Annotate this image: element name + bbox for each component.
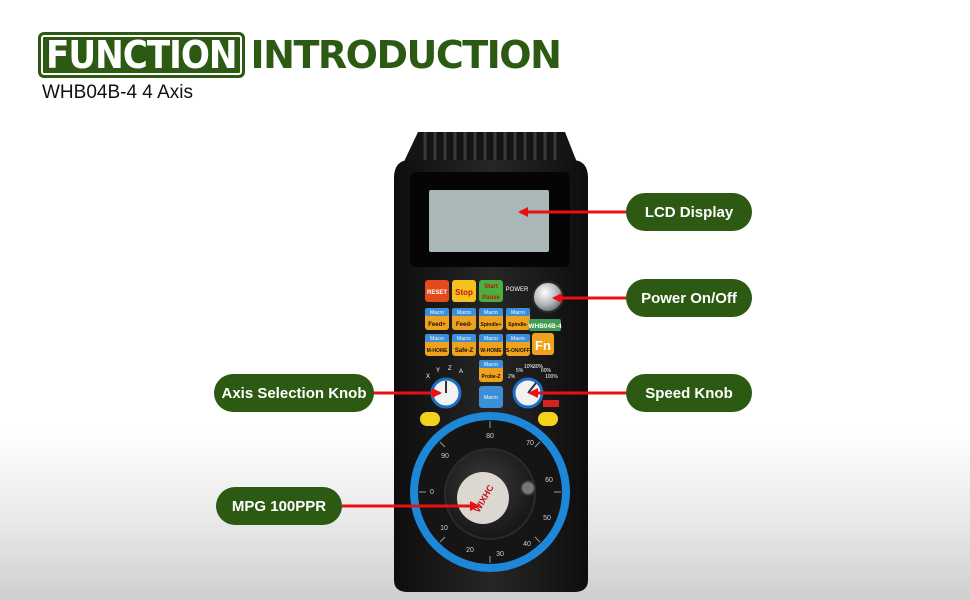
subtitle: WHB04B-4 4 Axis: [42, 82, 193, 103]
macro-label: Macro: [484, 310, 498, 316]
axis-mark-z: Z: [448, 366, 452, 372]
macro-label: Macro: [457, 336, 471, 342]
reset-button[interactable]: [425, 280, 449, 302]
spindle-plus-label: Spindle+: [481, 322, 502, 328]
lcd-display-callout: LCD Display: [626, 193, 752, 231]
model-label: WHB04B-4: [528, 323, 562, 330]
speed-knob-callout: Speed Knob: [626, 374, 752, 412]
wheel-finger-knob[interactable]: [520, 480, 536, 496]
macro-label: Macro: [511, 336, 525, 342]
right-side-button[interactable]: [538, 412, 558, 426]
dial-number-10: 10: [440, 525, 448, 532]
title-rest: INTRODUCTION: [250, 33, 562, 77]
macro-label: Macro: [484, 362, 498, 368]
lcd-display: [429, 190, 549, 252]
speed-mark-5: 5%: [516, 368, 524, 374]
macro-label: Macro: [484, 336, 498, 342]
page-title: FUNCTION INTRODUCTION: [38, 32, 562, 78]
wheel-center-plate: [457, 472, 509, 524]
stop-label: Stop: [455, 288, 473, 297]
spindle-minus-label: Spindle-: [508, 322, 528, 328]
power-callout: Power On/Off: [626, 279, 752, 317]
start-pause-button[interactable]: [479, 280, 503, 302]
speed-mark-10: 10%: [524, 364, 535, 370]
power-label: POWER: [506, 287, 529, 293]
dial-number-0: 0: [430, 489, 434, 496]
fn-label: Fn: [535, 338, 551, 353]
axis-mark-y: Y: [436, 368, 440, 374]
mpg-callout: MPG 100PPR: [216, 487, 342, 525]
dial-number-80: 80: [486, 433, 494, 440]
dial-number-30: 30: [496, 551, 504, 558]
left-side-button[interactable]: [420, 412, 440, 426]
fn-button[interactable]: [532, 333, 554, 355]
axis-mark-a: A: [459, 369, 463, 375]
dial-number-60: 60: [545, 477, 553, 484]
macro-label: Macro: [484, 395, 498, 401]
w-home-label: W-HOME: [480, 348, 502, 354]
speed-mark-100: 100%: [545, 374, 558, 380]
start-label: Start: [484, 284, 498, 290]
macro-button[interactable]: [479, 386, 503, 408]
speed-mark-2: 2%: [508, 374, 516, 380]
feed-minus-label: Feed-: [456, 322, 472, 328]
title-highlight: FUNCTION: [38, 32, 245, 78]
model-badge: [529, 319, 561, 331]
macro-label: Macro: [430, 310, 444, 316]
dial-number-40: 40: [523, 541, 531, 548]
axis-knob-callout: Axis Selection Knob: [214, 374, 374, 412]
macro-label: Macro: [457, 310, 471, 316]
macro-label: Macro: [511, 310, 525, 316]
probe-z-label: Probe-Z: [482, 374, 501, 380]
m-home-label: M-HOME: [427, 348, 448, 354]
dial-number-20: 20: [466, 547, 474, 554]
stop-button[interactable]: [452, 280, 476, 302]
s-on-off-label: S-ON/OFF: [506, 348, 530, 354]
speed-mark-60: 60%: [541, 368, 552, 374]
macro-label: Macro: [430, 336, 444, 342]
reset-label: RESET: [427, 290, 447, 296]
dial-number-90: 90: [441, 453, 449, 460]
dial-number-70: 70: [526, 440, 534, 447]
speed-mark-30: 30%: [533, 364, 544, 370]
speed-indicator: [543, 400, 559, 407]
dial-number-50: 50: [543, 515, 551, 522]
safe-z-label: Safe-Z: [455, 348, 474, 354]
axis-mark-x: X: [426, 374, 430, 380]
feed-plus-label: Feed+: [428, 322, 446, 328]
pause-label: Pause: [482, 295, 500, 301]
